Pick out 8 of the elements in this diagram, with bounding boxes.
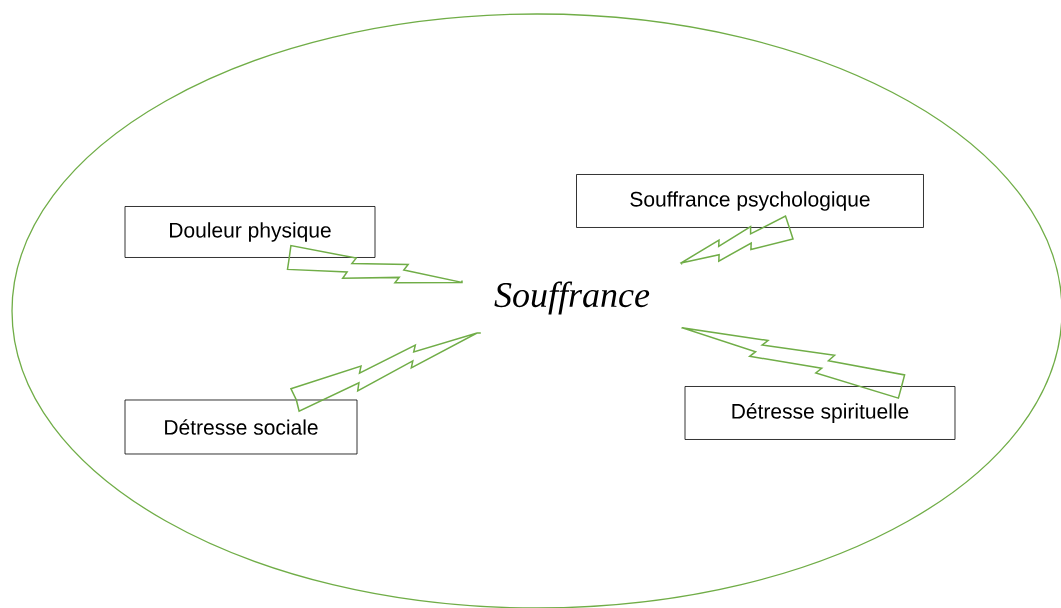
text-box: Détresse spirituelle: [684, 386, 956, 440]
lightning-arrow: [286, 244, 463, 284]
text-box: Douleur physique: [124, 206, 376, 258]
lightning-arrow: [679, 215, 794, 266]
ellipse-outline: [11, 13, 1061, 608]
text-box: Souffrance psychologique: [576, 174, 924, 228]
text-box: Détresse sociale: [124, 399, 358, 455]
central-label: Souffrance: [494, 281, 650, 315]
